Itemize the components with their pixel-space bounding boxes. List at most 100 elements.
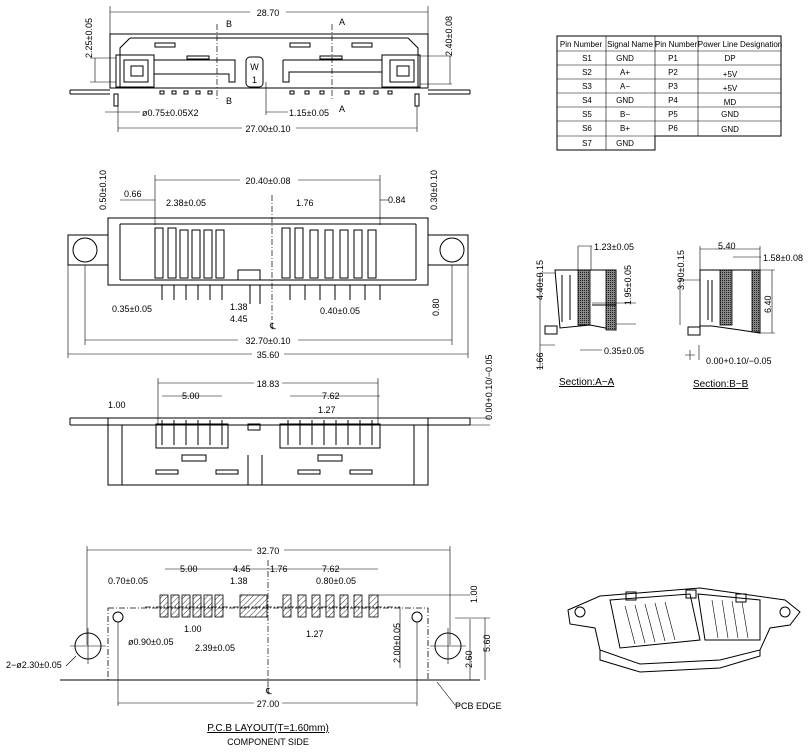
dim-100-right: 1.00 — [469, 585, 479, 603]
table-row: S3 A− P3 +5V — [582, 82, 738, 93]
dim-084: 0.84 — [388, 195, 406, 205]
dim-127: 1.27 — [318, 405, 336, 415]
cell: A− — [620, 82, 630, 91]
dim-width: 28.70 — [257, 8, 280, 18]
dim-height-left: 2.25±0.05 — [84, 18, 94, 58]
cell: A+ — [620, 68, 630, 77]
cell: +5V — [723, 70, 738, 79]
top-view: 28.70 W 1 B B A A 2.25±0.05 — [69, 5, 471, 134]
cell: GND — [616, 96, 634, 105]
dim-a-width: 1.23±0.05 — [594, 242, 634, 252]
pcb-layout: 32.70 5.00 4.45 1.76 7.62 0.70±0.05 1.38… — [6, 545, 502, 747]
dim-width-2: 35.60 — [257, 350, 280, 360]
cell: S6 — [582, 124, 592, 133]
dim-176: 1.76 — [296, 198, 314, 208]
dim-height-right: 2.40±0.08 — [444, 16, 454, 56]
section-a-marker-top: A — [339, 17, 345, 27]
dim-166: 1.66 — [535, 352, 545, 370]
cell: +5V — [723, 84, 738, 93]
dim-b-width: 5.40 — [718, 241, 736, 251]
dim-offset: 1.15±0.05 — [289, 108, 329, 118]
dim-coplanarity: 0.00+0.10/−0.05 — [484, 354, 494, 420]
dim-width-1: 32.70±0.10 — [246, 336, 291, 346]
cell: S1 — [582, 54, 592, 63]
dim-span: 18.83 — [257, 379, 280, 389]
section-b-b: 3.90±0.15 5.40 1.58±0.08 6.40 0.00+0.10/… — [676, 241, 803, 390]
cell: DP — [724, 54, 735, 63]
cell: P3 — [668, 82, 678, 91]
dim-a-height-2: 1.95±0.05 — [623, 265, 633, 305]
section-a-a: 4.40±0.15 1.23±0.05 1.95±0.05 0.35±0.05 … — [535, 242, 644, 388]
table-row: S1 GND P1 DP — [582, 54, 735, 63]
dim-b-tolerance: 0.00+0.10/−0.05 — [706, 356, 772, 366]
dim-pin-width: 0.35±0.05 — [112, 304, 152, 314]
section-a-title: Section:A−A — [559, 377, 615, 388]
pcb-edge-label: PCB EDGE — [455, 701, 502, 711]
dim-width: 32.70 — [257, 546, 280, 556]
dim-b-width-2: 1.58±0.08 — [763, 253, 803, 263]
isometric-connector-view — [567, 587, 801, 673]
centerline-symbol: ℄ — [265, 686, 272, 696]
table-row: S5 B− P5 GND — [582, 110, 739, 119]
section-b-title: Section:B−B — [693, 379, 749, 390]
dim-span: 20.40±0.08 — [246, 176, 291, 186]
dim-pad-width: 0.70±0.05 — [108, 576, 148, 586]
table-row: S4 GND P4 MD — [582, 96, 736, 107]
cell: S4 — [582, 96, 592, 105]
dim-hole: ø0.75±0.05X2 — [142, 108, 198, 118]
header-pin-number-power: Pin Number — [655, 40, 698, 49]
table-row: S7 GND — [582, 139, 634, 148]
cell: P2 — [668, 68, 678, 77]
table-row: S2 A+ P2 +5V — [582, 68, 738, 79]
dim-a-thickness: 0.35±0.05 — [604, 346, 644, 356]
cell: P6 — [668, 124, 678, 133]
section-b-marker-top: B — [226, 19, 232, 29]
dim-500: 5.00 — [182, 391, 200, 401]
dim-pin-width-2: 0.40±0.05 — [320, 306, 360, 316]
bottom-view: 18.83 5.00 7.62 1.27 1.00 0.00+0.10/−0.0… — [69, 354, 494, 486]
cell: P5 — [668, 110, 678, 119]
dim-right-height: 0.30±0.10 — [429, 170, 439, 210]
dim-080: 0.80 — [431, 298, 441, 316]
dim-b-height: 3.90±0.15 — [676, 250, 686, 290]
cell: GND — [616, 139, 634, 148]
cell: MD — [724, 98, 737, 107]
cell: P4 — [668, 96, 678, 105]
cell: GND — [721, 125, 739, 134]
section-b-marker-bottom: B — [226, 96, 232, 106]
cell: S7 — [582, 139, 592, 148]
dim-2700: 27.00 — [257, 699, 280, 709]
dim-left-height: 0.50±0.10 — [98, 170, 108, 210]
front-view: 20.40±0.08 0.50±0.10 0.30±0.10 0.66 2.38… — [67, 170, 469, 360]
dim-200: 2.00±0.05 — [392, 623, 402, 663]
dim-100-left: 1.00 — [184, 624, 202, 634]
dim-560: 5.60 — [482, 634, 492, 652]
pin-table: Pin Number Signal Name Pin Number Power … — [556, 35, 783, 151]
cell: S2 — [582, 68, 592, 77]
key-mark-w: W — [250, 62, 259, 72]
cell: P1 — [668, 54, 678, 63]
dim-pad-width-2: 0.80±0.05 — [316, 576, 356, 586]
dim-239: 2.39±0.05 — [195, 643, 235, 653]
dim-pitch: 2.38±0.05 — [166, 198, 206, 208]
dim-127: 1.27 — [306, 629, 324, 639]
cell: B− — [620, 110, 630, 119]
header-pin-number: Pin Number — [560, 40, 603, 49]
cell: GND — [616, 54, 634, 63]
header-power-line: Power Line Designation — [698, 40, 783, 49]
dim-762: 7.62 — [322, 391, 340, 401]
dim-138: 1.38 — [230, 576, 248, 586]
header-signal-name: Signal Name — [607, 40, 653, 49]
dim-445: 4.45 — [230, 314, 248, 324]
dim-b-height-2: 6.40 — [763, 295, 773, 313]
cell: S3 — [582, 82, 592, 91]
section-a-marker-bottom: A — [339, 104, 345, 114]
cell: GND — [721, 110, 739, 119]
dim-138: 1.38 — [230, 302, 248, 312]
dim-066: 0.66 — [124, 189, 142, 199]
pcb-layout-caption: P.C.B LAYOUT(T=1.60mm) — [207, 723, 329, 734]
dim-peg-span: 27.00±0.10 — [246, 124, 291, 134]
cell: S5 — [582, 110, 592, 119]
